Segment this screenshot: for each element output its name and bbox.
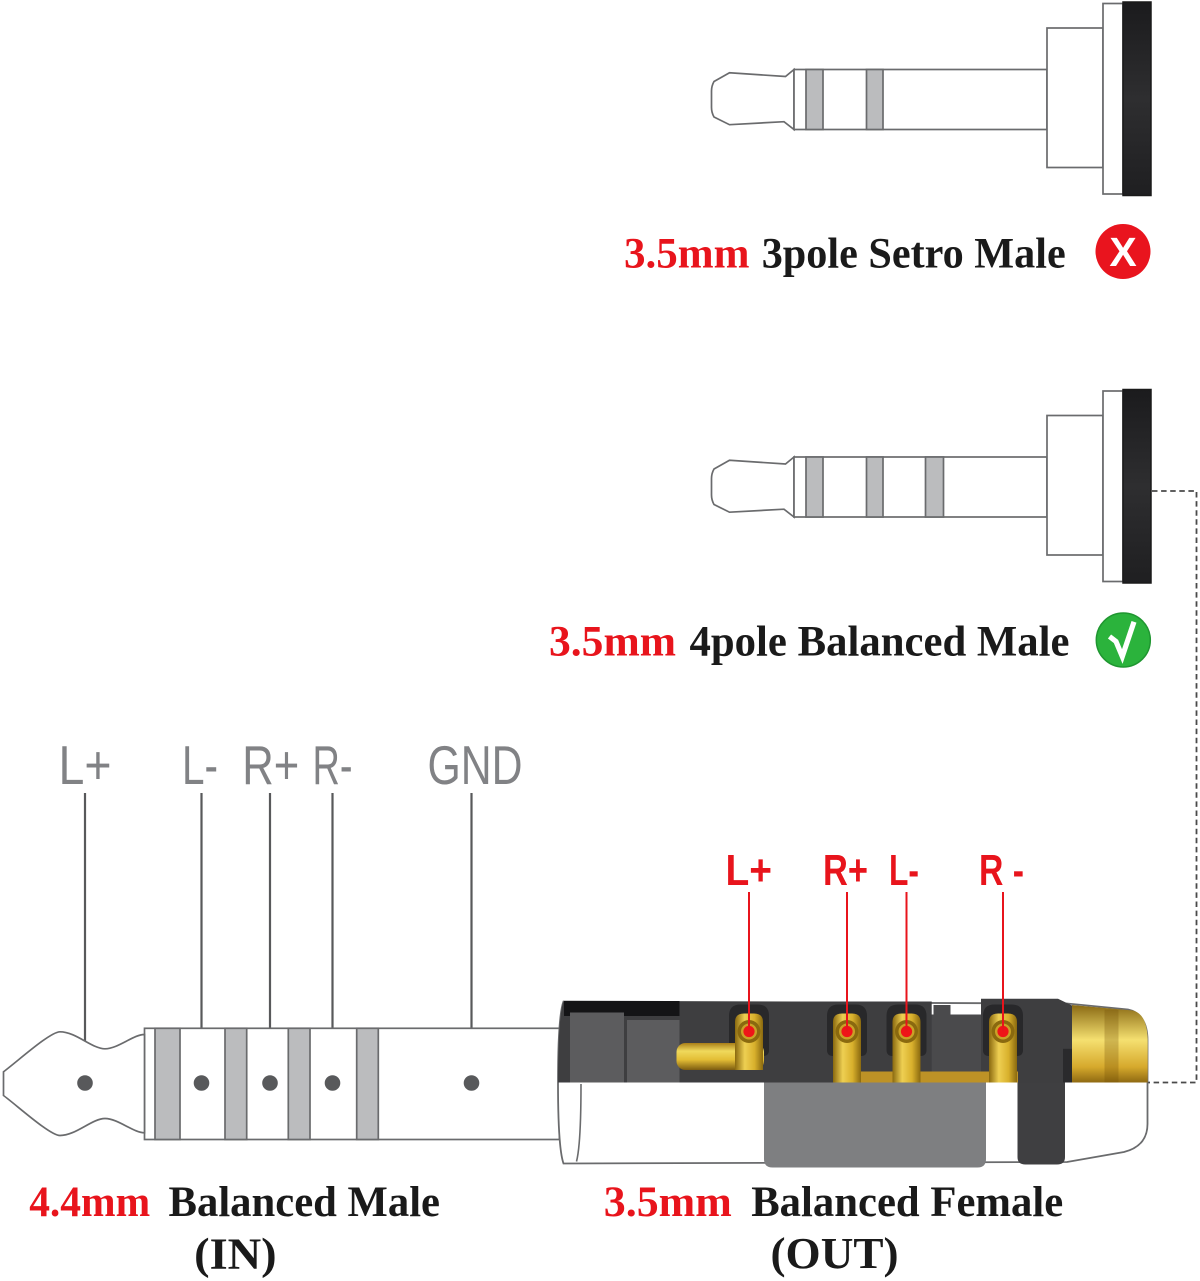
svg-text:Balanced Female: Balanced Female bbox=[751, 1179, 1063, 1226]
svg-text:3.5mm: 3.5mm bbox=[549, 619, 676, 666]
svg-text:L-: L- bbox=[182, 734, 218, 796]
svg-text:L+: L+ bbox=[725, 846, 772, 895]
svg-text:GND: GND bbox=[428, 734, 523, 796]
svg-text:R+: R+ bbox=[823, 846, 868, 895]
svg-text:4.4mm: 4.4mm bbox=[29, 1179, 150, 1226]
svg-text:(OUT): (OUT) bbox=[771, 1229, 899, 1278]
svg-text:3.5mm: 3.5mm bbox=[604, 1179, 732, 1226]
svg-text:3pole Setro Male: 3pole Setro Male bbox=[762, 230, 1066, 277]
svg-text:3.5mm: 3.5mm bbox=[624, 230, 750, 277]
svg-text:R+: R+ bbox=[242, 734, 299, 796]
svg-text:4pole Balanced Male: 4pole Balanced Male bbox=[690, 619, 1070, 666]
svg-text:R-: R- bbox=[313, 734, 353, 796]
svg-text:L+: L+ bbox=[59, 734, 112, 796]
svg-text:L-: L- bbox=[889, 846, 919, 895]
svg-text:Balanced Male: Balanced Male bbox=[169, 1179, 441, 1226]
svg-text:R -: R - bbox=[979, 846, 1024, 895]
svg-text:(IN): (IN) bbox=[194, 1229, 277, 1278]
svg-text:X: X bbox=[1109, 229, 1136, 275]
